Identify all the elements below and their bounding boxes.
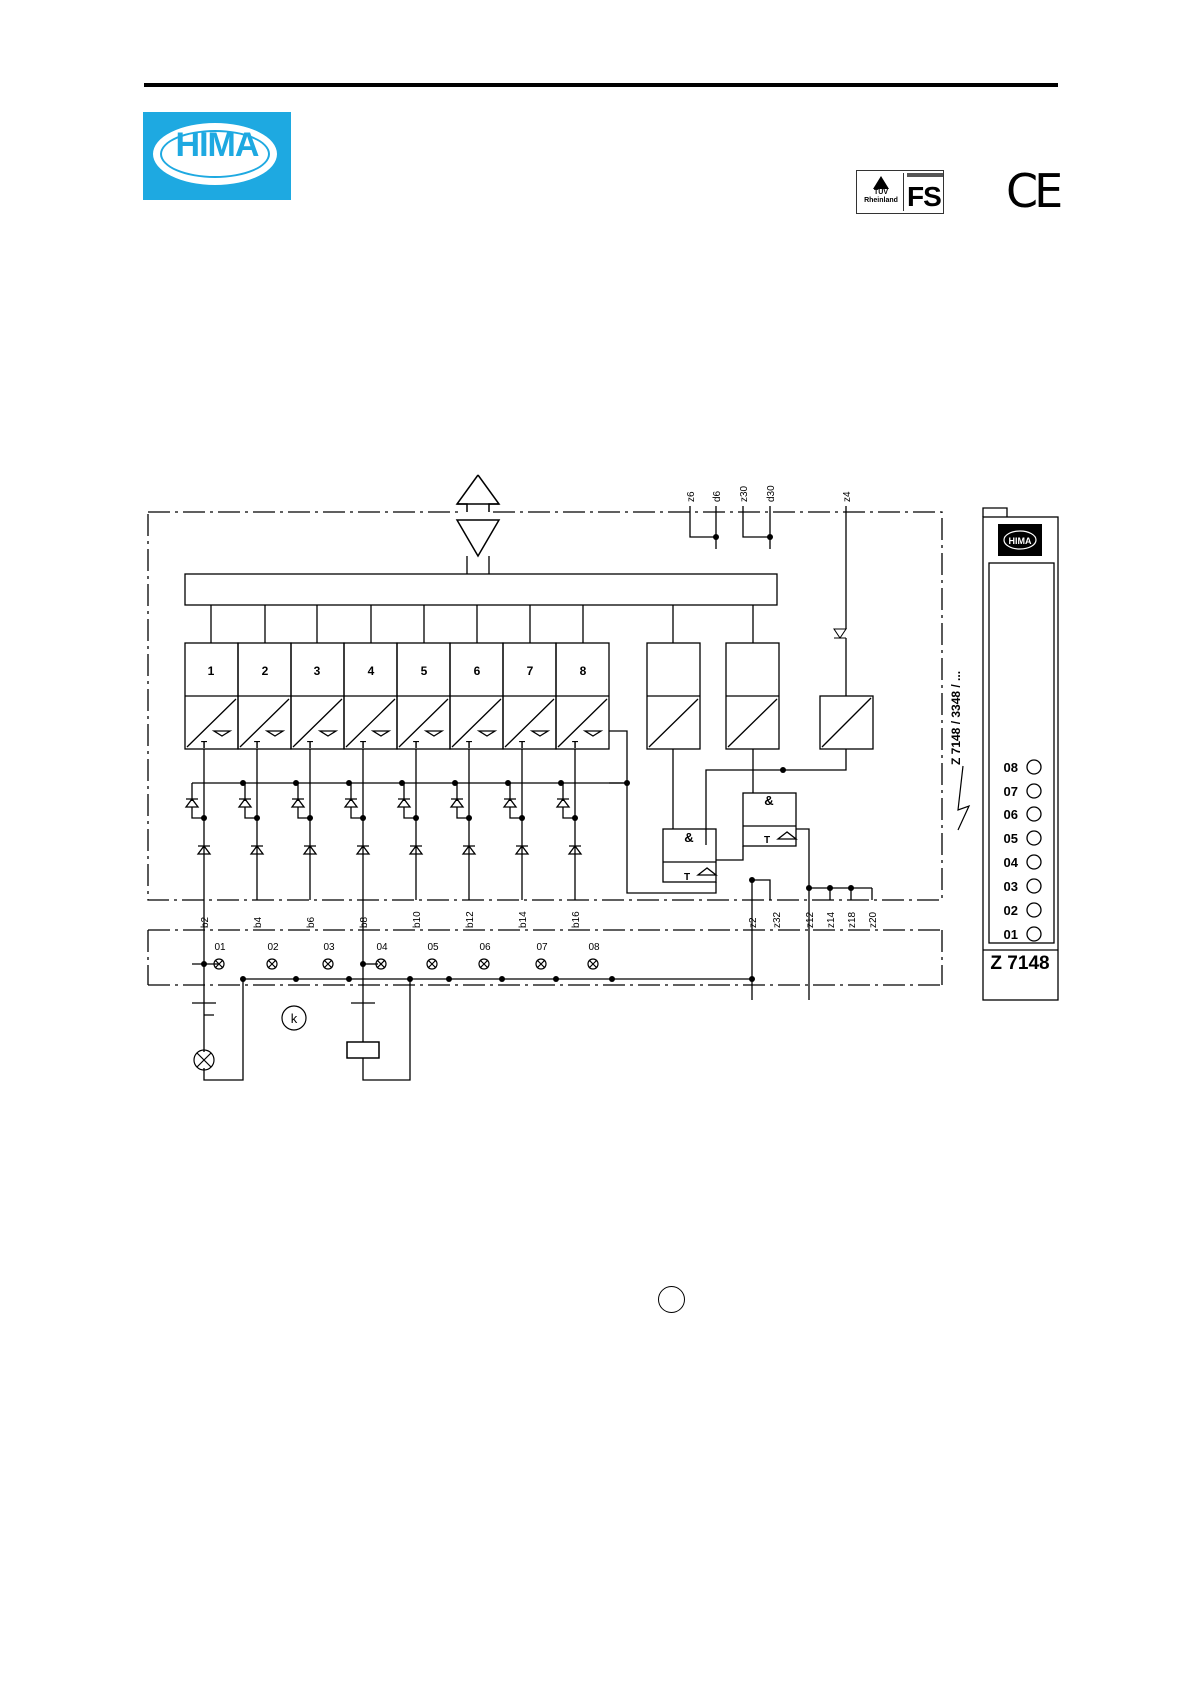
pin-label-b8: b8 (359, 916, 370, 928)
led-label-03: 03 (1004, 879, 1018, 894)
channel-t-label: T (466, 740, 472, 751)
channel-number-5: 5 (421, 664, 428, 678)
pin-label-b14: b14 (518, 911, 529, 928)
module-name: Z 7148 (990, 953, 1049, 974)
pin-label-b12: b12 (465, 911, 476, 928)
pin-label-b10: b10 (412, 911, 423, 928)
module-badge-text: HIMA (1009, 536, 1032, 546)
pin-label-b4: b4 (253, 916, 264, 928)
channel-number-8: 8 (580, 664, 587, 678)
pin-label-b16: b16 (571, 911, 582, 928)
relay-label: k (291, 1011, 298, 1026)
output-label-03: 03 (323, 942, 335, 953)
and-gate-symbol: & (684, 830, 693, 845)
pin-label-z6: z6 (686, 491, 697, 502)
pin-label-b2: b2 (200, 916, 211, 928)
channel-t-label: T (254, 740, 260, 751)
output-label-06: 06 (479, 942, 491, 953)
pin-label-z12: z12 (805, 911, 816, 928)
pin-label-b6: b6 (306, 916, 317, 928)
pin-label-d30: d30 (766, 485, 777, 502)
pin-label-z14: z14 (826, 911, 837, 928)
output-label-05: 05 (427, 942, 439, 953)
led-label-04: 04 (1004, 855, 1019, 870)
channel-t-label: T (360, 740, 366, 751)
channel-t-label: T (307, 740, 313, 751)
gate-t-label: T (764, 835, 770, 846)
pin-label-z30: z30 (739, 485, 750, 502)
output-label-08: 08 (588, 942, 600, 953)
channel-t-label: T (519, 740, 525, 751)
channel-number-2: 2 (262, 664, 269, 678)
output-label-02: 02 (267, 942, 279, 953)
pin-label-d6: d6 (712, 490, 723, 502)
pin-label-z18: z18 (847, 911, 858, 928)
side-label: Z 7148 / 3348 / ... (949, 671, 963, 765)
pin-label-z4: z4 (842, 491, 853, 502)
gate-t-label: T (684, 872, 690, 883)
led-label-06: 06 (1004, 807, 1018, 822)
reference-circle-mark (658, 1286, 685, 1313)
pin-label-z2: z2 (748, 917, 759, 928)
output-label-01: 01 (214, 942, 226, 953)
output-label-07: 07 (536, 942, 548, 953)
channel-number-4: 4 (368, 664, 375, 678)
led-label-07: 07 (1004, 784, 1018, 799)
channel-number-7: 7 (527, 664, 534, 678)
led-label-08: 08 (1004, 760, 1018, 775)
led-label-02: 02 (1004, 903, 1018, 918)
channel-number-1: 1 (208, 664, 215, 678)
pin-label-z20: z20 (868, 911, 879, 928)
led-label-01: 01 (1004, 927, 1018, 942)
channel-number-3: 3 (314, 664, 321, 678)
and-gate-symbol: & (764, 793, 773, 808)
channel-number-6: 6 (474, 664, 481, 678)
pin-label-z32: z32 (772, 911, 783, 928)
channel-t-label: T (201, 740, 207, 751)
channel-t-label: T (572, 740, 578, 751)
channel-t-label: T (413, 740, 419, 751)
led-label-05: 05 (1004, 831, 1018, 846)
output-label-04: 04 (376, 942, 388, 953)
